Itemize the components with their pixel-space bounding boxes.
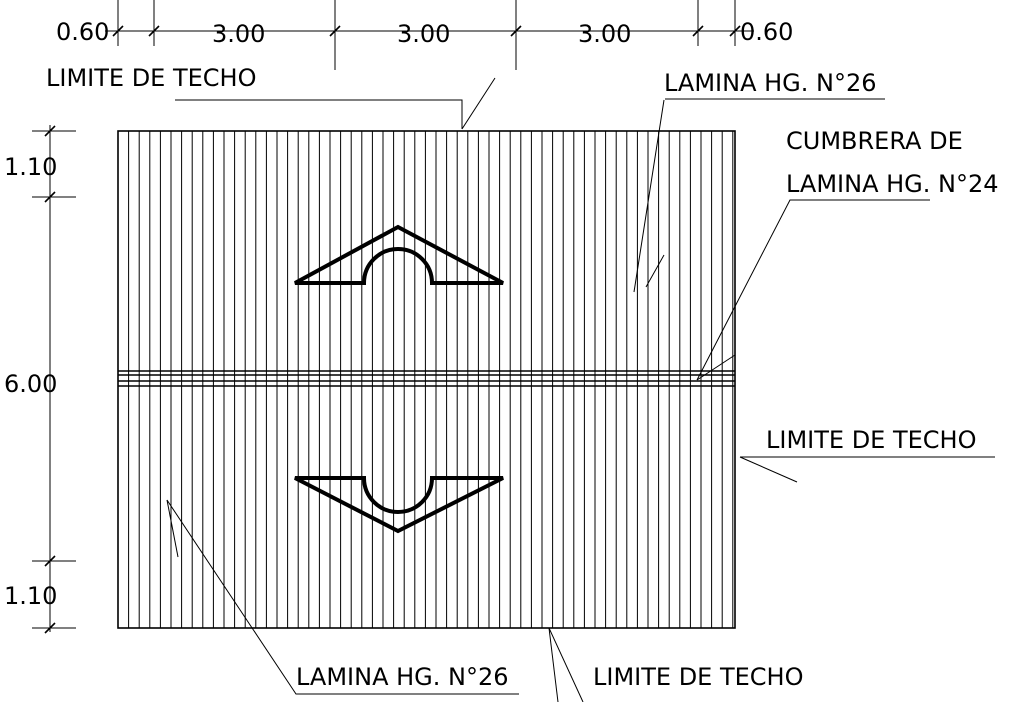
dim-left-0: 1.10 <box>4 153 57 181</box>
dim-top-0: 0.60 <box>56 18 109 46</box>
dim-top-4: 0.60 <box>740 18 793 46</box>
dim-left-2: 1.10 <box>4 582 57 610</box>
ridge-cap-lines <box>118 370 735 387</box>
roof-sheet-lines <box>128 131 734 628</box>
left-dimension-line <box>32 125 76 634</box>
label-cumbrera-line1: CUMBRERA DE <box>786 127 963 155</box>
leader-lines <box>166 77 995 702</box>
label-lamina-top: LAMINA HG. N°26 <box>664 69 877 97</box>
slope-arrow-down-icon <box>294 476 504 534</box>
dim-top-1: 3.00 <box>212 20 265 48</box>
label-limite-bottom: LIMITE DE TECHO <box>593 663 803 691</box>
dim-top-2: 3.00 <box>397 20 450 48</box>
dim-top-3: 3.00 <box>578 20 631 48</box>
dim-left-1: 6.00 <box>4 370 57 398</box>
label-limite-right: LIMITE DE TECHO <box>766 426 976 454</box>
label-lamina-bottom: LAMINA HG. N°26 <box>296 663 509 691</box>
label-limite-top: LIMITE DE TECHO <box>46 64 256 92</box>
top-dimension-line <box>105 0 754 70</box>
slope-arrow-up-icon <box>294 224 504 285</box>
roof-outline <box>117 130 736 629</box>
label-cumbrera-line2: LAMINA HG. N°24 <box>786 170 999 198</box>
